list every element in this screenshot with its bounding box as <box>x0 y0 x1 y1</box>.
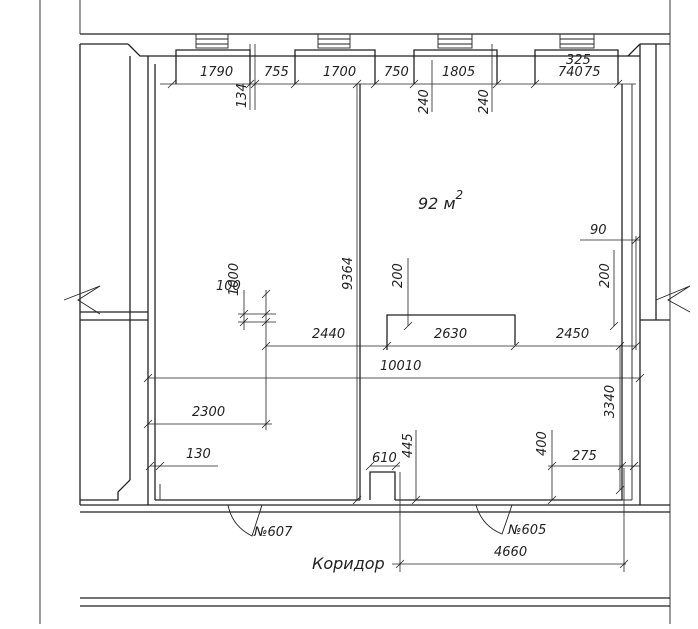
doors <box>227 504 513 537</box>
dim-9364: 9364 <box>341 257 356 290</box>
room-contour <box>154 64 633 501</box>
dim-445: 445 <box>401 433 416 458</box>
dim-1805: 1805 <box>442 65 475 80</box>
windows <box>175 33 619 84</box>
dim-1790: 1790 <box>200 65 233 80</box>
dim-325: 325 <box>566 53 591 68</box>
door-607-label: №607 <box>253 525 293 540</box>
dimension-ticks <box>143 79 645 569</box>
room-area: 92 м2 <box>418 188 463 213</box>
dim-240-a: 240 <box>417 89 432 114</box>
door-605-label: №605 <box>507 523 546 538</box>
dim-240-b: 240 <box>477 89 492 114</box>
dim-610: 610 <box>372 451 397 466</box>
dim-134: 134 <box>235 83 250 108</box>
dim-3340: 3340 <box>603 385 618 418</box>
dimension-lines <box>148 44 640 572</box>
dim-100: 100 <box>216 279 241 294</box>
dim-1000: 1000 <box>227 263 242 296</box>
page-frame <box>39 0 671 624</box>
dim-90: 90 <box>590 223 607 238</box>
dimension-labels: 1790 755 1700 750 1805 740 75 325 134 24… <box>186 53 618 573</box>
dim-750: 750 <box>384 65 409 80</box>
dim-740: 740 <box>558 65 583 80</box>
dim-200-b: 200 <box>598 263 613 288</box>
dim-4660: 4660 <box>494 545 527 560</box>
dim-130: 130 <box>186 447 211 462</box>
dim-2450: 2450 <box>556 327 589 342</box>
dim-10010: 10010 <box>380 359 421 374</box>
corridor-label: Коридор <box>312 554 385 573</box>
dim-2440: 2440 <box>312 327 345 342</box>
dim-755: 755 <box>264 65 289 80</box>
outer-walls <box>79 33 670 607</box>
dim-2630: 2630 <box>434 327 467 342</box>
dim-75: 75 <box>584 65 601 80</box>
wall-break-symbols <box>63 285 691 315</box>
dim-2300: 2300 <box>192 405 225 420</box>
dim-1700: 1700 <box>323 65 356 80</box>
dim-400: 400 <box>535 431 550 456</box>
dim-200-a: 200 <box>391 263 406 288</box>
dim-275: 275 <box>572 449 597 464</box>
